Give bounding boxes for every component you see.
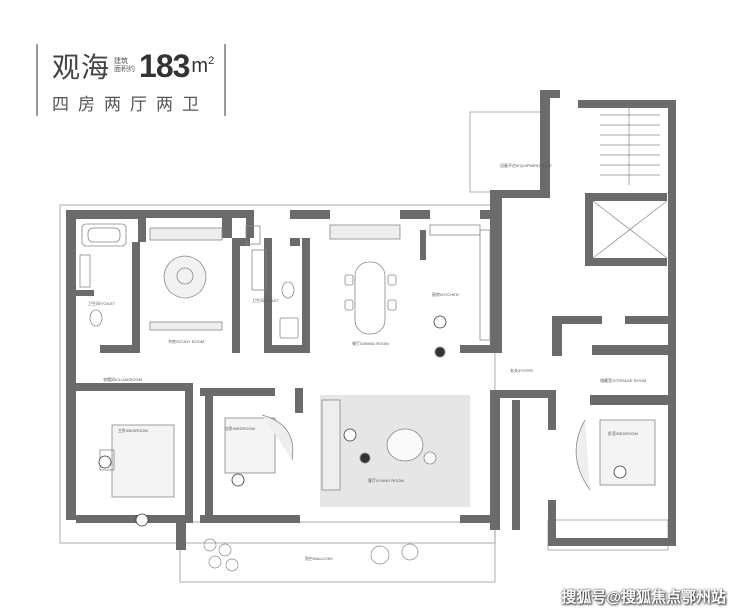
bathroom-fixtures [79, 223, 299, 339]
watermark: 搜狐号@搜狐焦点鄂州站 [561, 589, 726, 606]
study-furniture [149, 227, 223, 331]
label-master-bed: 主卧/BEDROOM [118, 427, 148, 433]
label-storage: 储藏室/STORAGE ROOM [600, 377, 646, 383]
label-cloakroom: 衣帽间/CLOAKROOM [103, 376, 142, 382]
label-toilet-left: 卫生间/TOILET [88, 300, 116, 306]
area-caption: 建筑 面积约 [114, 58, 135, 74]
label-bedroom3: 卧室/BEDROOM [608, 430, 638, 436]
thin-outlines [59, 111, 669, 583]
label-dining: 餐厅/DINING ROOM [352, 340, 389, 346]
layout-subtitle: 四房两厅两卫 [52, 95, 208, 114]
stair-treads [592, 108, 668, 259]
area-caption-line2: 面积约 [114, 66, 136, 73]
area-value: 183 [139, 47, 190, 84]
walls [66, 90, 676, 550]
plan-header: 观海 建筑 面积约 183 m2 四房两厅两卫 [36, 44, 226, 116]
label-living: 客厅/LIVING ROOM [368, 477, 404, 483]
label-equipment: 设备平台/EQUIPMENT PLAT. [500, 162, 552, 168]
label-balcony: 阳台/BALCONY [305, 555, 334, 561]
area-caption-line1: 建筑 [114, 58, 129, 65]
balcony-plants [203, 538, 419, 572]
dining-kitchen-furniture [329, 224, 491, 358]
label-bedroom2: 次卧/BEDROOM [225, 425, 255, 431]
title-row: 观海 建筑 面积约 183 m2 [52, 46, 214, 86]
area-unit: m2 [191, 55, 214, 78]
label-kitchen: 厨房/KITCHEN [432, 291, 459, 297]
bedroom-furniture [98, 414, 656, 527]
area-unit-sup: 2 [208, 54, 215, 67]
label-study: 书房/STUDY ROOM [168, 338, 204, 344]
unit-name: 观海 [52, 51, 111, 84]
label-foyer: 玄关/FOYER [510, 367, 533, 373]
label-toilet-mid: 卫生间/TOILET [252, 297, 280, 303]
area-unit-text: m [191, 54, 209, 77]
living-furniture [320, 395, 470, 507]
